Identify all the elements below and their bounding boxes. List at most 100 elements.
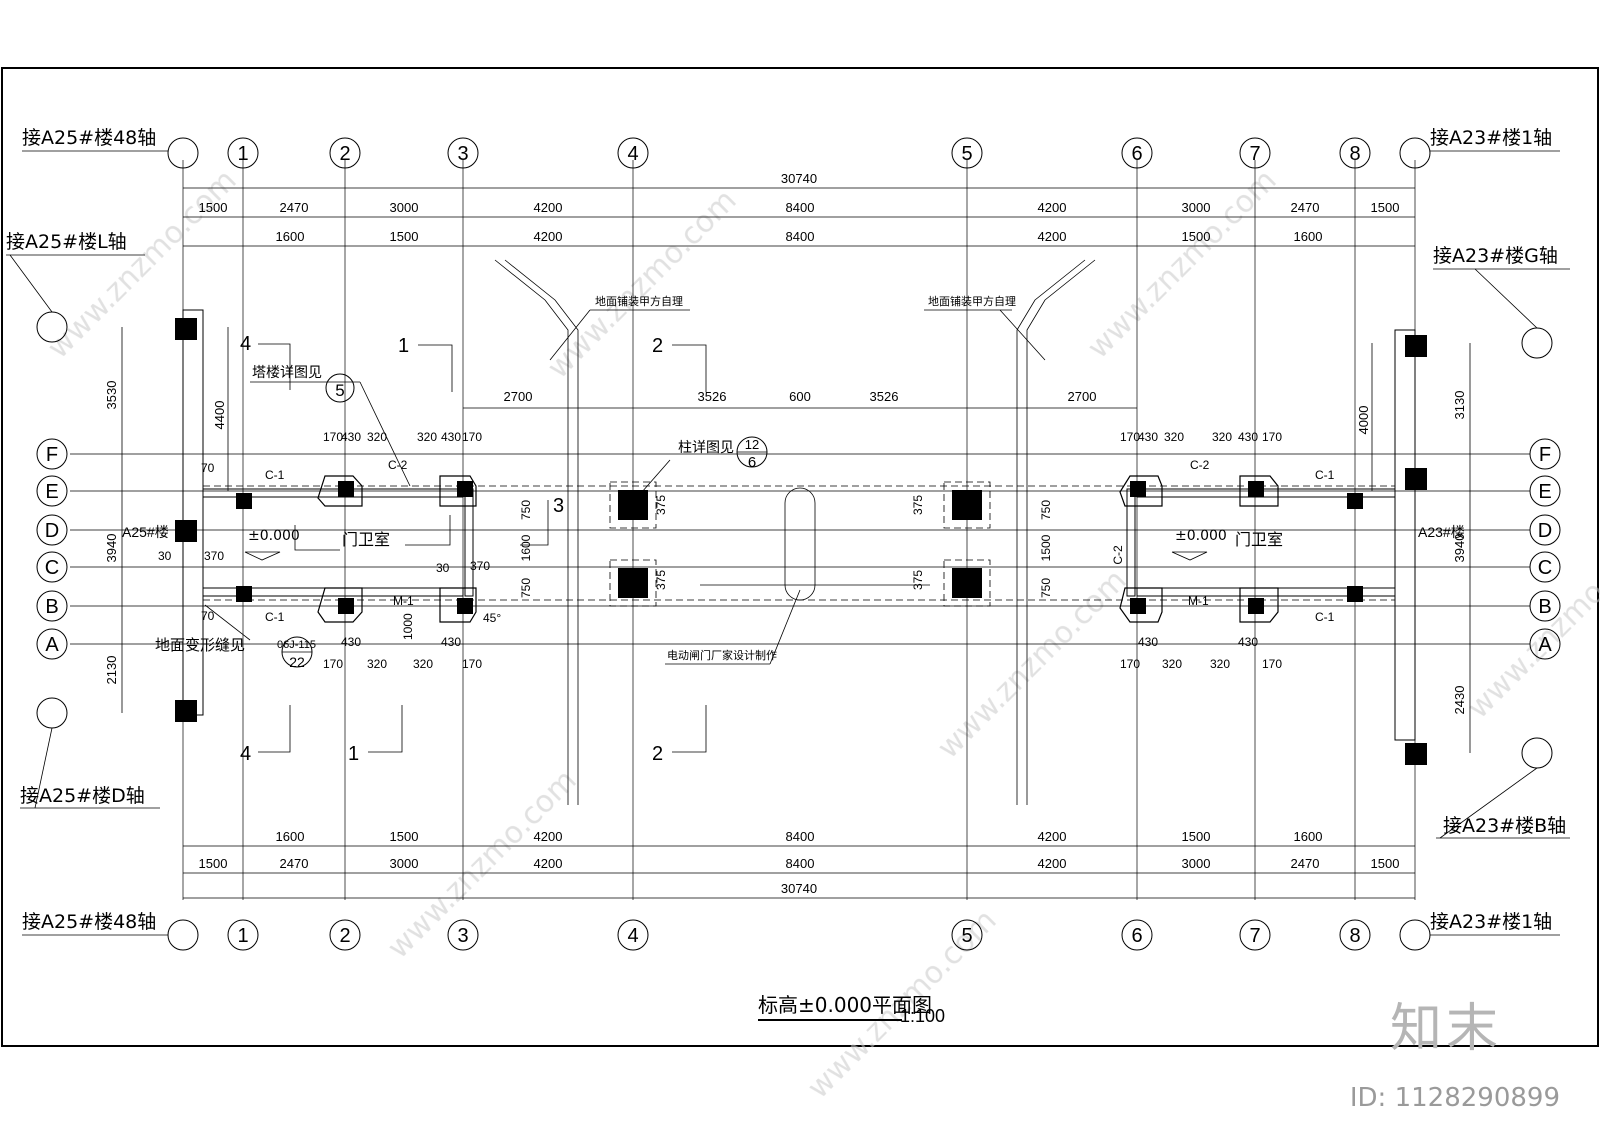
dim-text: 3000 — [390, 856, 419, 871]
dim-text: 170 — [462, 657, 482, 671]
dim-text: 4200 — [1038, 229, 1067, 244]
ref-a23-1: 接A23#楼1轴 — [1430, 127, 1552, 149]
section-markers: 1 1 2 2 3 4 4 — [240, 333, 707, 765]
dim-text: 3940 — [1452, 534, 1467, 563]
dim-text: 4200 — [534, 200, 563, 215]
right-axis-bubbles: F E D C B A — [1521, 327, 1561, 769]
dim-text: 3000 — [1182, 200, 1211, 215]
building-a25-label: A25#楼 — [122, 524, 169, 540]
ground-paving-note: 地面铺装甲方自理 — [928, 294, 1016, 308]
dim-text: 320 — [367, 657, 387, 671]
dim-text: 3530 — [104, 381, 119, 410]
dim-text: 3000 — [1182, 856, 1211, 871]
axis-label-4: 4 — [627, 925, 638, 947]
axis-label-D: D — [1538, 520, 1552, 542]
dim-text: 170 — [1120, 657, 1140, 671]
dim-text: 2470 — [280, 856, 309, 871]
dim-text: 1500 — [390, 229, 419, 244]
axis-label-8: 8 — [1349, 143, 1360, 165]
dim-text: 8400 — [786, 856, 815, 871]
column-detail-note: 柱详图见 — [678, 440, 734, 456]
tower-detail-note: 塔楼详图见 — [252, 365, 322, 381]
dim-text: 600 — [789, 389, 811, 404]
axis-label-B: B — [1538, 596, 1551, 618]
left-guard-house: 门卫室 ±0.000 C-1 C-2 C-1 M-1 170 430 320 3… — [158, 430, 533, 671]
dim-text: 2470 — [1291, 200, 1320, 215]
gate-note: 电动闸门厂家设计制作 — [667, 648, 777, 662]
window-c1-label: C-1 — [1315, 610, 1335, 624]
axis-label-A: A — [1538, 634, 1552, 656]
axis-label-5: 5 — [961, 143, 972, 165]
window-c1-label: C-1 — [265, 610, 285, 624]
axis-label-3: 3 — [457, 925, 468, 947]
joint-note: 地面变形缝见 — [155, 636, 245, 654]
axis-label-2: 2 — [339, 925, 350, 947]
dim-text: 170 — [323, 430, 343, 444]
door-m1-label: M-1 — [393, 594, 414, 608]
dim-text: 170 — [323, 657, 343, 671]
axis-label-3: 3 — [457, 143, 468, 165]
drawing-frame — [1, 67, 1599, 1047]
dim-text: 2470 — [280, 200, 309, 215]
dim-text: 170 — [1262, 430, 1282, 444]
dim-text: 45° — [483, 611, 501, 625]
level-mark: ±0.000 — [1175, 528, 1227, 544]
dim-text: 750 — [1039, 578, 1053, 598]
dim-text: 4200 — [1038, 829, 1067, 844]
dim-text: 320 — [1210, 657, 1230, 671]
dim-text: 1600 — [276, 229, 305, 244]
dim-text: 2700 — [1068, 389, 1097, 404]
dim-text: 2470 — [1291, 856, 1320, 871]
guard-room-label: 门卫室 — [1235, 530, 1283, 549]
axis-label-2: 2 — [339, 143, 350, 165]
axis-label-A: A — [45, 634, 59, 656]
brand-logo: 知末 — [1389, 999, 1502, 1059]
watermark-text: www.znzmo.com — [541, 183, 744, 386]
plan-title: 标高±0.000平面图 — [758, 993, 932, 1017]
ground-paving-leaders: 地面铺装甲方自理 地面铺装甲方自理 — [494, 259, 1096, 805]
right-vertical-dims: 3130 3940 2430 4000 — [1356, 343, 1471, 753]
dim-text: 4200 — [1038, 200, 1067, 215]
axis-label-E: E — [45, 481, 58, 503]
dim-text: 320 — [413, 657, 433, 671]
axis-label-F: F — [1539, 444, 1551, 466]
axis-label-B: B — [45, 596, 58, 618]
dim-text: 3130 — [1452, 391, 1467, 420]
dim-text: 4200 — [534, 829, 563, 844]
dim-text: 70 — [201, 461, 215, 475]
dim-text: 430 — [1138, 430, 1158, 444]
dim-text: 8400 — [786, 229, 815, 244]
section-mark-2: 2 — [652, 335, 663, 357]
section-mark-4: 4 — [240, 333, 251, 355]
dim-text: 2430 — [1452, 686, 1467, 715]
door-m1-label: M-1 — [1188, 594, 1209, 608]
left-axis-bubbles: F E D C B A — [36, 311, 68, 729]
ref-a23-g: 接A23#楼G轴 — [1433, 245, 1558, 267]
dim-text: 1500 — [1182, 829, 1211, 844]
ref-a25-48-bottom: 接A25#楼48轴 — [22, 911, 156, 933]
ref-a23-1-bottom: 接A23#楼1轴 — [1430, 911, 1552, 933]
dim-text: 370 — [470, 559, 490, 573]
dim-text: 4200 — [534, 229, 563, 244]
section-mark-4: 4 — [240, 743, 251, 765]
left-vertical-dims: 3530 3940 2130 4400 — [104, 327, 229, 713]
dim-text: 1500 — [390, 829, 419, 844]
detail-ref-22: 22 — [289, 654, 305, 670]
dim-total-top: 30740 — [781, 171, 817, 186]
gate-columns: 375 375 375 375 — [203, 481, 1395, 607]
dim-text: 375 — [911, 495, 925, 515]
dim-text: 1600 — [276, 829, 305, 844]
drawing-title: 标高±0.000平面图 1:100 — [758, 993, 945, 1026]
axis-label-E: E — [1538, 481, 1551, 503]
axis-label-1: 1 — [237, 925, 248, 947]
dim-text: 2130 — [104, 656, 119, 685]
dim-text: 3526 — [698, 389, 727, 404]
dim-text: 375 — [654, 495, 668, 515]
dim-text: 1600 — [1294, 229, 1323, 244]
dim-text: 430 — [441, 430, 461, 444]
dim-text: 170 — [1120, 430, 1140, 444]
dim-text: 70 — [201, 609, 215, 623]
axis-label-4: 4 — [627, 143, 638, 165]
axis-label-1: 1 — [237, 143, 248, 165]
